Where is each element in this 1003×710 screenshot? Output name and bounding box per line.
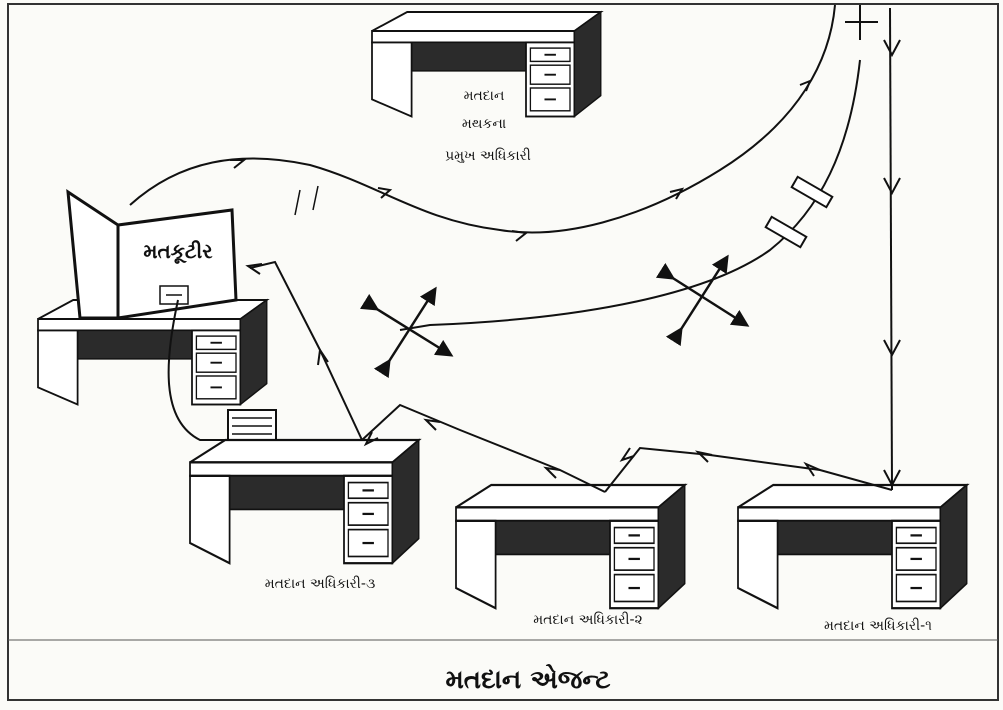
flow-officer3-to-booth (249, 260, 363, 441)
voting-compartment (66, 189, 238, 320)
booth-desk (37, 299, 268, 406)
officer-3-label: મતદાન અધિકારી-૩ (265, 576, 376, 592)
officer-2-label: મતદાન અધિકારી-૨ (533, 612, 642, 628)
presiding-officer-label-line3: પ્રમુખ અધિકારી (445, 148, 531, 164)
officer-1-desk (736, 483, 968, 610)
barrier-2 (764, 215, 808, 249)
exit-path (129, 4, 836, 234)
officer-3-desk (188, 438, 420, 565)
presiding-officer-label-line2: મથકના (462, 116, 506, 132)
officer-1-label: મતદાન અધિકારી-૧ (824, 618, 932, 634)
entry-path (889, 7, 893, 491)
footer-title: મતદાન એજન્ટ (445, 664, 610, 695)
officer-2-desk (454, 483, 686, 610)
frame-border (7, 3, 999, 701)
cross-arrows-left (359, 286, 454, 379)
flow-officer2-to-3 (361, 403, 606, 493)
evm-cable (167, 299, 228, 441)
agent-path (399, 59, 861, 331)
booth-sign-label: મતકૂટીર (143, 239, 213, 263)
barrier-1 (790, 175, 834, 209)
presiding-officer-label-line1: મતદાન (464, 88, 505, 104)
cross-arrows-right (655, 254, 750, 347)
